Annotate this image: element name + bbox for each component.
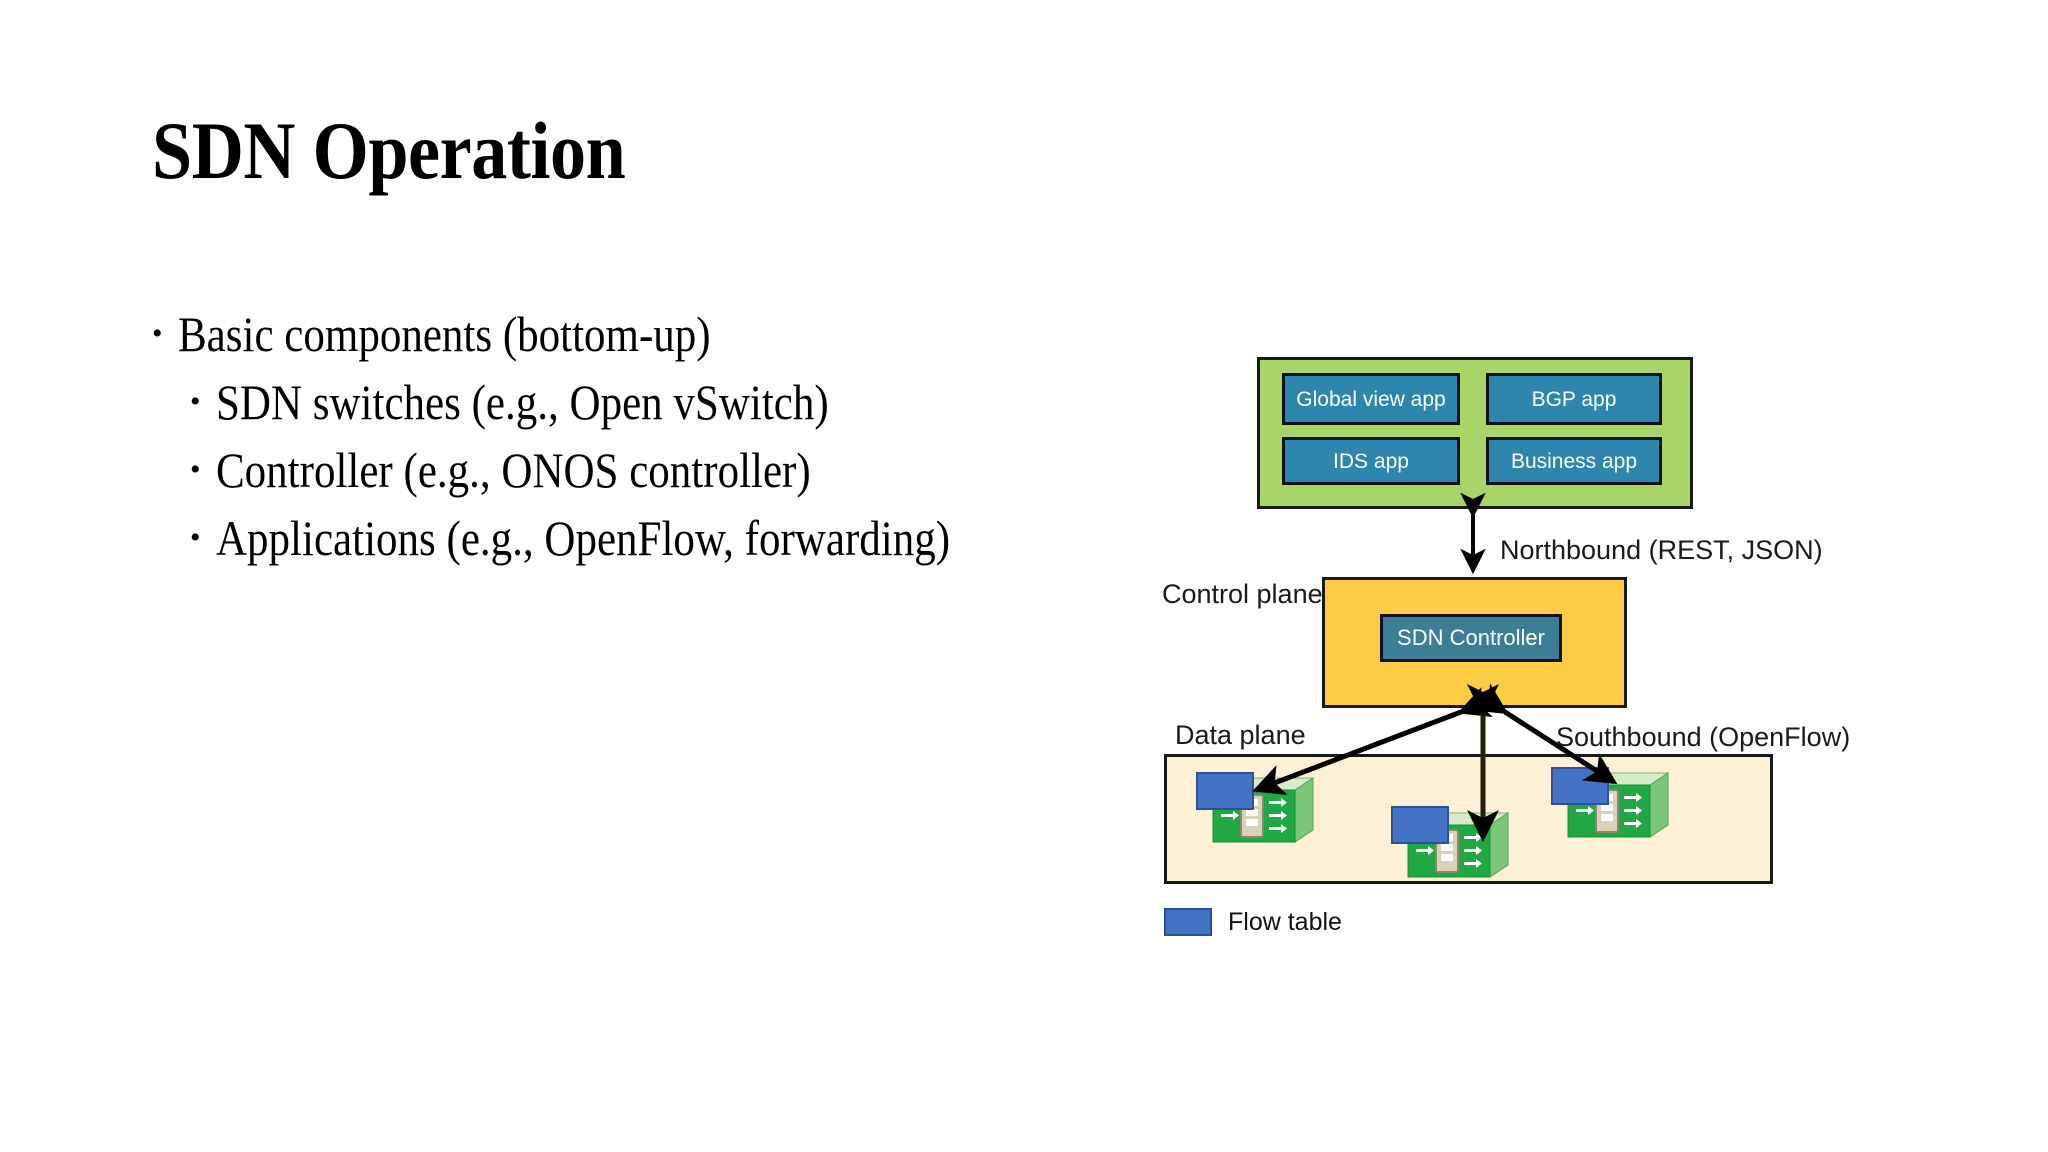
flow-table-rect xyxy=(1391,806,1449,844)
page-title: SDN Operation xyxy=(152,105,626,196)
bullet-text: Basic components (bottom-up) xyxy=(177,306,711,362)
bullet-list: • Basic components (bottom-up) • SDN swi… xyxy=(152,300,1202,572)
data-plane-label: Data plane xyxy=(1175,720,1306,750)
flow-table-legend-swatch xyxy=(1164,908,1212,936)
app-box-ids[interactable]: IDS app xyxy=(1282,437,1460,485)
bullet-item-0: • Basic components (bottom-up) xyxy=(152,300,1202,368)
bullet-item-3: • Applications (e.g., OpenFlow, forwardi… xyxy=(190,504,1202,572)
bullet-text: SDN switches (e.g., Open vSwitch) xyxy=(215,374,829,430)
bullet-item-1: • SDN switches (e.g., Open vSwitch) xyxy=(190,368,1202,436)
bullet-item-2: • Controller (e.g., ONOS controller) xyxy=(190,436,1202,504)
bullet-marker-icon: • xyxy=(190,521,201,554)
flow-table-rect xyxy=(1196,772,1254,810)
bullet-text: Applications (e.g., OpenFlow, forwarding… xyxy=(215,510,950,566)
bullet-text: Controller (e.g., ONOS controller) xyxy=(215,442,811,498)
control-plane-label: Control plane xyxy=(1162,579,1323,609)
app-box-global-view[interactable]: Global view app xyxy=(1282,373,1460,425)
bullet-marker-icon: • xyxy=(190,453,201,486)
southbound-label: Southbound (OpenFlow) xyxy=(1556,722,1851,752)
flow-table-rect xyxy=(1551,767,1609,805)
bullet-marker-icon: • xyxy=(152,317,163,350)
bullet-marker-icon: • xyxy=(190,385,201,418)
sdn-controller-box[interactable]: SDN Controller xyxy=(1380,614,1562,662)
app-box-business[interactable]: Business app xyxy=(1486,437,1662,485)
northbound-label: Northbound (REST, JSON) xyxy=(1500,535,1823,565)
flow-table-legend-label: Flow table xyxy=(1228,908,1342,936)
app-box-bgp[interactable]: BGP app xyxy=(1486,373,1662,425)
